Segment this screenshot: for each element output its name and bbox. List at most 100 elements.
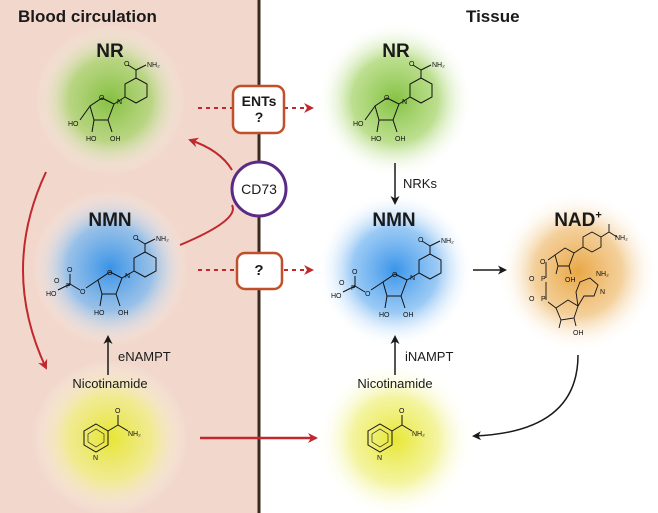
svg-text:O: O xyxy=(392,272,398,279)
svg-text:N: N xyxy=(93,455,98,462)
nicotinamide-blood-label: Nicotinamide xyxy=(72,376,148,391)
svg-text:O: O xyxy=(99,95,105,102)
svg-text:O: O xyxy=(418,237,424,244)
svg-text:N: N xyxy=(117,99,122,106)
svg-text:P: P xyxy=(66,283,71,290)
blood-circulation-title: Blood circulation xyxy=(18,7,157,26)
svg-text:NH₂: NH₂ xyxy=(156,236,169,243)
nmn-blood-glow xyxy=(32,190,188,346)
svg-text:NH₂: NH₂ xyxy=(441,238,454,245)
nr-structure-tissue-labels: NH₂ O N O HO HO OH xyxy=(353,61,445,143)
nicotinamide-structure-tissue-labels: O NH₂ N xyxy=(377,408,425,462)
ents-label-line1: ENTs xyxy=(241,93,277,109)
nr-structure-blood xyxy=(79,64,148,133)
nad-label-text: NAD xyxy=(554,210,596,231)
svg-text:OH: OH xyxy=(403,312,414,319)
svg-text:OH: OH xyxy=(118,310,129,317)
svg-text:HO: HO xyxy=(331,293,342,300)
svg-text:N: N xyxy=(125,273,130,280)
nmn-structure-blood xyxy=(57,238,157,307)
nicotinamide-structure-blood-labels: O NH₂ N xyxy=(93,408,141,462)
svg-text:HO: HO xyxy=(86,136,97,143)
nmn-structure-tissue xyxy=(342,240,442,309)
svg-text:OH: OH xyxy=(395,136,406,143)
svg-text:NH₂: NH₂ xyxy=(432,62,445,69)
tissue-title: Tissue xyxy=(466,7,520,26)
svg-text:O: O xyxy=(107,270,113,277)
ents-transporter-box xyxy=(231,84,286,135)
svg-text:HO: HO xyxy=(68,121,79,128)
nr-to-nicotinamide-arrow xyxy=(22,171,48,370)
cd73-label: CD73 xyxy=(241,181,277,197)
nr-tissue-label: NR xyxy=(382,41,410,62)
svg-text:NH₂: NH₂ xyxy=(412,431,425,438)
nad-structure xyxy=(545,224,618,329)
inampt-label: iNAMPT xyxy=(405,349,454,364)
svg-text:OH: OH xyxy=(565,277,576,284)
svg-text:O: O xyxy=(67,267,73,274)
svg-text:HO: HO xyxy=(46,291,57,298)
svg-text:O: O xyxy=(384,95,390,102)
nmn-tissue-label: NMN xyxy=(372,210,416,231)
nad-tissue-glow xyxy=(498,192,658,352)
svg-text:HO: HO xyxy=(371,136,382,143)
nmn-tissue-glow xyxy=(317,192,473,348)
svg-text:O: O xyxy=(540,259,546,266)
nad-structure-labels: NH₂ O P P O O OH OH NH₂ N xyxy=(529,235,628,337)
svg-text:O: O xyxy=(115,408,121,415)
nr-blood-label: NR xyxy=(96,41,124,62)
nr-structure-blood-labels: NH₂ O N O HO HO OH xyxy=(68,61,160,143)
svg-text:HO: HO xyxy=(94,310,105,317)
svg-text:N: N xyxy=(410,275,415,282)
svg-text:OH: OH xyxy=(110,136,121,143)
nr-structure-tissue xyxy=(364,64,433,133)
svg-text:P: P xyxy=(351,285,356,292)
ents-label-line2: ? xyxy=(254,109,264,125)
svg-text:HO: HO xyxy=(379,312,390,319)
nad-to-nicotinamide-arrow xyxy=(472,354,579,441)
ents-label: ENTs ? xyxy=(242,93,277,125)
nr-blood-glow xyxy=(35,25,185,175)
nad-label: NAD+ xyxy=(554,210,602,232)
cd73-conversion-arrow xyxy=(179,140,234,246)
svg-text:N: N xyxy=(402,99,407,106)
svg-text:NH₂: NH₂ xyxy=(615,235,628,242)
cd73-enzyme-circle xyxy=(230,160,288,218)
nicotinamide-blood-glow xyxy=(32,360,188,513)
svg-text:N: N xyxy=(377,455,382,462)
svg-text:O: O xyxy=(399,408,405,415)
svg-text:NH₂: NH₂ xyxy=(596,271,609,278)
svg-text:O: O xyxy=(80,289,86,296)
svg-text:NH₂: NH₂ xyxy=(128,431,141,438)
svg-text:O: O xyxy=(133,235,139,242)
nmn-structure-blood-labels: NH₂ O N O O P O O HO HO OH xyxy=(46,235,169,317)
nmn-blood-label: NMN xyxy=(88,210,132,231)
svg-text:P: P xyxy=(541,276,546,283)
svg-text:O: O xyxy=(54,278,60,285)
svg-text:O: O xyxy=(529,276,535,283)
svg-text:O: O xyxy=(365,291,371,298)
svg-text:O: O xyxy=(124,61,130,68)
svg-text:O: O xyxy=(409,61,415,68)
enampt-label: eNAMPT xyxy=(118,349,171,364)
svg-text:NH₂: NH₂ xyxy=(147,62,160,69)
nad-label-superscript: + xyxy=(595,209,602,222)
svg-text:O: O xyxy=(352,269,358,276)
svg-text:O: O xyxy=(339,280,345,287)
svg-text:HO: HO xyxy=(353,121,364,128)
nicotinamide-structure-blood xyxy=(83,415,129,453)
nicotinamide-structure-tissue xyxy=(367,415,413,453)
svg-text:OH: OH xyxy=(573,330,584,337)
unknown-transporter-label: ? xyxy=(254,262,264,279)
nmn-structure-tissue-labels: NH₂ O N O O P O O HO HO OH xyxy=(331,237,454,319)
nrks-label: NRKs xyxy=(403,176,437,191)
nicotinamide-tissue-label: Nicotinamide xyxy=(357,376,433,391)
nr-tissue-glow xyxy=(317,22,473,178)
svg-text:N: N xyxy=(600,289,605,296)
nicotinamide-tissue-glow xyxy=(317,362,473,513)
svg-text:P: P xyxy=(541,296,546,303)
unknown-transporter-box xyxy=(235,251,284,291)
svg-text:O: O xyxy=(529,296,535,303)
